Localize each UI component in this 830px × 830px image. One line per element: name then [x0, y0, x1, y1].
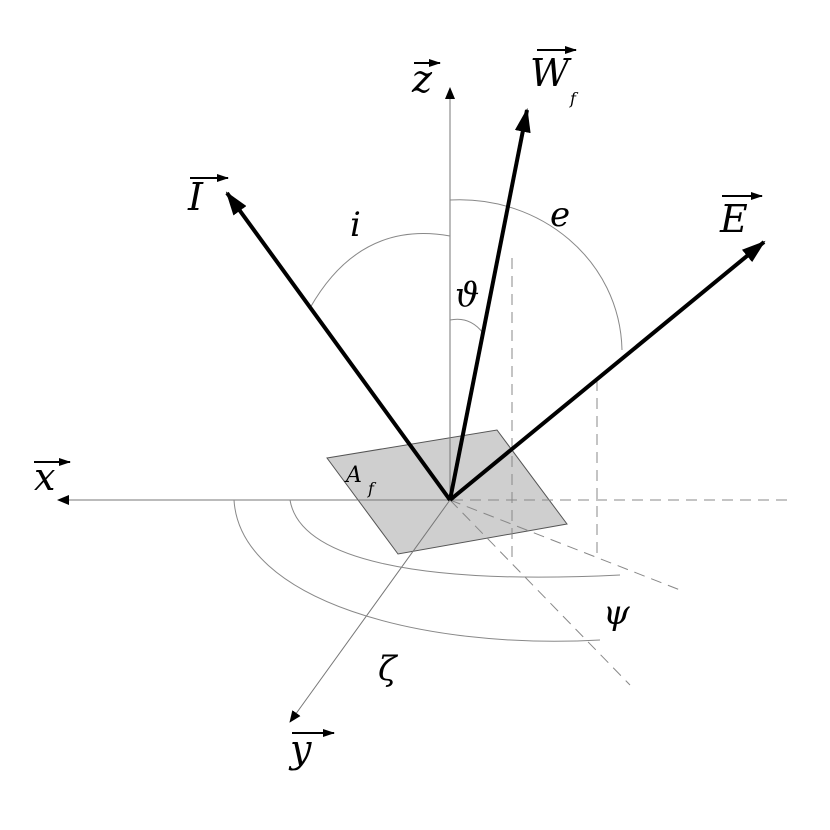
- angle-i-label: i: [350, 205, 361, 245]
- surface-element-plane: [326, 429, 568, 555]
- arc-e: [449, 199, 623, 351]
- angle-zeta-label: ζ: [378, 649, 399, 689]
- emission-vector-E: [448, 240, 766, 502]
- e-vector-label: E: [719, 197, 748, 241]
- arc-theta: [449, 318, 484, 334]
- angle-arcs: [233, 199, 623, 642]
- arc-i: [309, 233, 451, 309]
- w-vector-label: W: [530, 51, 572, 95]
- arc-zeta: [233, 499, 601, 642]
- z-axis-label: z: [411, 57, 433, 101]
- area-subscript: f: [367, 479, 377, 498]
- angle-psi-label: ψ: [603, 593, 630, 633]
- projection-lines: [449, 258, 790, 686]
- angle-e-label: e: [550, 195, 570, 235]
- arc-psi: [289, 499, 621, 578]
- incident-vector-I: [225, 191, 452, 502]
- y-axis: [289, 499, 451, 723]
- x-axis-label: x: [34, 455, 55, 499]
- i-vector-label: I: [187, 175, 204, 219]
- angle-theta-label: ϑ: [455, 275, 479, 315]
- area-label: A: [344, 463, 362, 488]
- w-vector-subscript: f: [569, 89, 579, 108]
- normal-vector-W: [448, 108, 531, 501]
- y-axis-label: y: [288, 727, 312, 771]
